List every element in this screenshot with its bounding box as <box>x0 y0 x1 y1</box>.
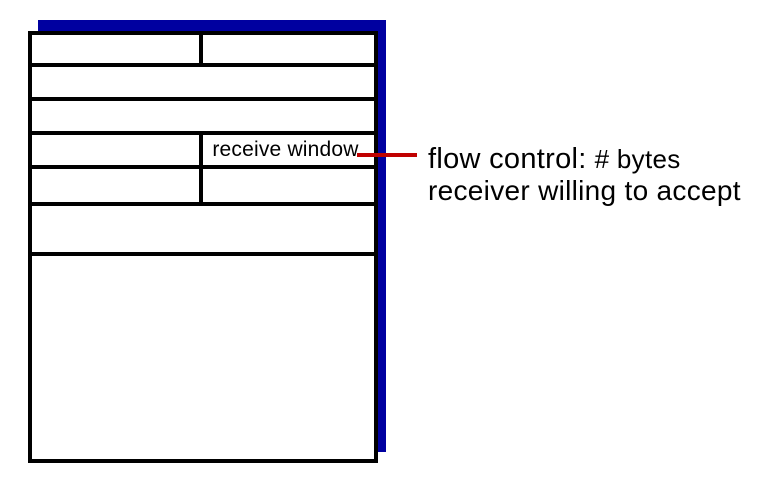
segment-row-5 <box>32 169 374 206</box>
annotation-detail: # bytes <box>594 144 681 174</box>
tcp-segment-diagram: receive window <box>28 31 378 463</box>
annotation-term: flow control: <box>428 143 587 175</box>
receive-window-label: receive window <box>212 138 359 161</box>
segment-row-2 <box>32 67 374 101</box>
segment-row-receive-window: receive window <box>32 135 374 169</box>
column-divider <box>199 135 203 165</box>
callout-line <box>357 153 417 157</box>
column-divider <box>199 35 203 63</box>
annotation-line1: flow control:# bytes <box>428 144 741 175</box>
column-divider <box>199 169 203 202</box>
segment-row-ports <box>32 35 374 67</box>
flow-control-annotation: flow control:# bytes receiver willing to… <box>428 144 741 207</box>
segment-row-options <box>32 206 374 256</box>
annotation-line2: receiver willing to accept <box>428 175 741 206</box>
segment-row-3 <box>32 101 374 135</box>
segment-body <box>32 256 374 459</box>
